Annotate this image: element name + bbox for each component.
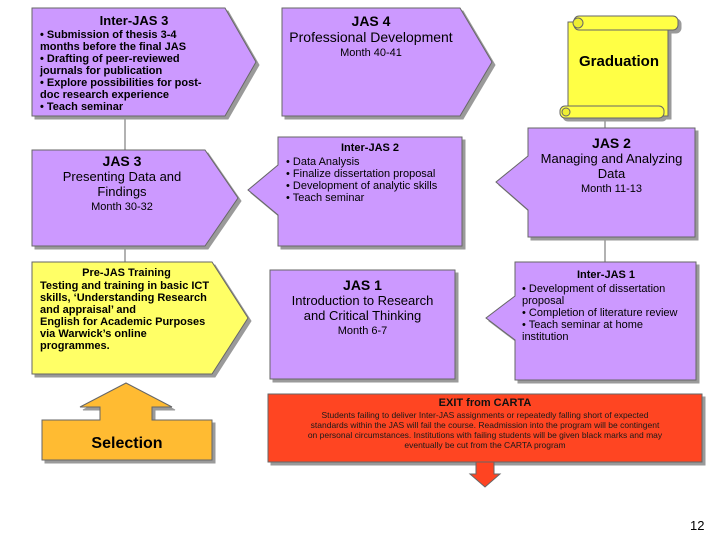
jas-3-subtitle-line: Findings: [97, 184, 147, 199]
exit-line: eventually be cut from the CARTA program: [404, 440, 566, 450]
inter-jas-3-line: • Explore possibilities for post-: [40, 77, 202, 89]
inter-jas-3-line: • Drafting of peer-reviewed: [40, 53, 180, 65]
pre-jas-line: programmes.: [40, 340, 110, 352]
jas-4-box: JAS 4 Professional Development Month 40-…: [282, 10, 460, 62]
inter-jas-1-shape: [485, 261, 697, 381]
inter-jas-2-title: Inter-JAS 2: [340, 142, 400, 154]
jas-4-month: Month 40-41: [340, 47, 402, 59]
pre-jas-line: English for Academic Purposes: [40, 316, 206, 328]
pre-jas-box: Pre-JAS Training Testing and training in…: [34, 264, 219, 355]
exit-shape: [267, 393, 703, 463]
inter-jas-1-line: • Teach seminar at home: [522, 319, 644, 331]
inter-jas-2-shape: [247, 136, 463, 247]
jas-3-subtitle-line: Presenting Data and: [62, 169, 182, 184]
jas-4-shape: [281, 7, 493, 117]
inter-jas-1-line: • Development of dissertation: [522, 283, 666, 295]
jas-3-box: JAS 3 Presenting Data and Findings Month…: [38, 150, 206, 216]
pre-jas-line: Testing and training in basic ICT: [40, 280, 210, 292]
inter-jas-3-line: doc research experience: [40, 89, 170, 101]
jas-2-subtitle-line: Data: [597, 166, 626, 181]
inter-jas-3-line: • Submission of thesis 3-4: [40, 29, 177, 41]
jas-2-shape: [495, 127, 696, 238]
pre-jas-line: and appraisal’ and: [40, 304, 136, 316]
exit-title: EXIT from CARTA: [438, 397, 532, 409]
jas-2-title: JAS 2: [592, 135, 631, 151]
inter-jas-2-line: • Development of analytic skills: [286, 180, 438, 192]
inter-jas-1-box: Inter-JAS 1 • Development of dissertatio…: [516, 266, 696, 346]
inter-jas-2-line: • Data Analysis: [286, 156, 360, 168]
pre-jas-title: Pre-JAS Training: [82, 267, 171, 279]
inter-jas-1-line: institution: [522, 331, 569, 343]
jas-2-month: Month 11-13: [581, 183, 642, 195]
jas-1-month: Month 6-7: [337, 325, 388, 337]
pre-jas-line: skills, ‘Understanding Research: [40, 292, 207, 304]
inter-jas-3-line: months before the final JAS: [40, 41, 187, 53]
exit-line: on personal circumstances. Institutions …: [307, 430, 663, 440]
exit-down-arrow: [468, 461, 502, 488]
inter-jas-3-line: • Teach seminar: [40, 101, 124, 113]
jas-3-month: Month 30-32: [91, 201, 153, 213]
exit-line: Students failing to deliver Inter-JAS as…: [321, 410, 649, 420]
jas-4-subtitle: Professional Development: [289, 29, 453, 45]
inter-jas-2-line: • Finalize dissertation proposal: [286, 168, 436, 180]
inter-jas-1-line: proposal: [522, 295, 565, 307]
pre-jas-line: via Warwick’s online: [40, 328, 147, 340]
jas-4-title: JAS 4: [351, 13, 391, 29]
jas-1-title: JAS 1: [343, 277, 382, 293]
inter-jas-2-box: Inter-JAS 2 • Data Analysis • Finalize d…: [280, 139, 460, 207]
jas-3-title: JAS 3: [102, 153, 142, 169]
pre-jas-shape: [31, 261, 249, 375]
jas-2-subtitle-line: Managing and Analyzing: [540, 151, 683, 166]
jas-1-shape: [269, 269, 456, 380]
jas-1-box: JAS 1 Introduction to Research and Criti…: [270, 274, 455, 340]
inter-jas-3-box: Inter-JAS 3 • Submission of thesis 3-4 m…: [34, 10, 234, 116]
jas-2-box: JAS 2 Managing and Analyzing Data Month …: [528, 132, 695, 198]
graduation-scroll-shape: [559, 15, 679, 119]
jas-1-subtitle-line: and Critical Thinking: [303, 308, 422, 323]
selection-shape: [41, 382, 213, 461]
exit-box: EXIT from CARTA Students failing to deli…: [270, 397, 700, 450]
selection-label: Selection: [91, 435, 163, 452]
inter-jas-2-line: • Teach seminar: [286, 192, 365, 204]
page-number: 12: [690, 518, 705, 533]
inter-jas-1-line: • Completion of literature review: [522, 307, 678, 319]
exit-line: standards within the JAS will fail the c…: [310, 420, 660, 430]
inter-jas-3-shape: [31, 7, 257, 117]
inter-jas-3-line: journals for publication: [40, 65, 163, 77]
inter-jas-1-title: Inter-JAS 1: [576, 269, 636, 281]
graduation-label: Graduation: [578, 53, 659, 70]
inter-jas-3-title: Inter-JAS 3: [99, 13, 169, 28]
jas-1-subtitle-line: Introduction to Research: [291, 293, 434, 308]
jas-3-shape: [31, 149, 239, 247]
